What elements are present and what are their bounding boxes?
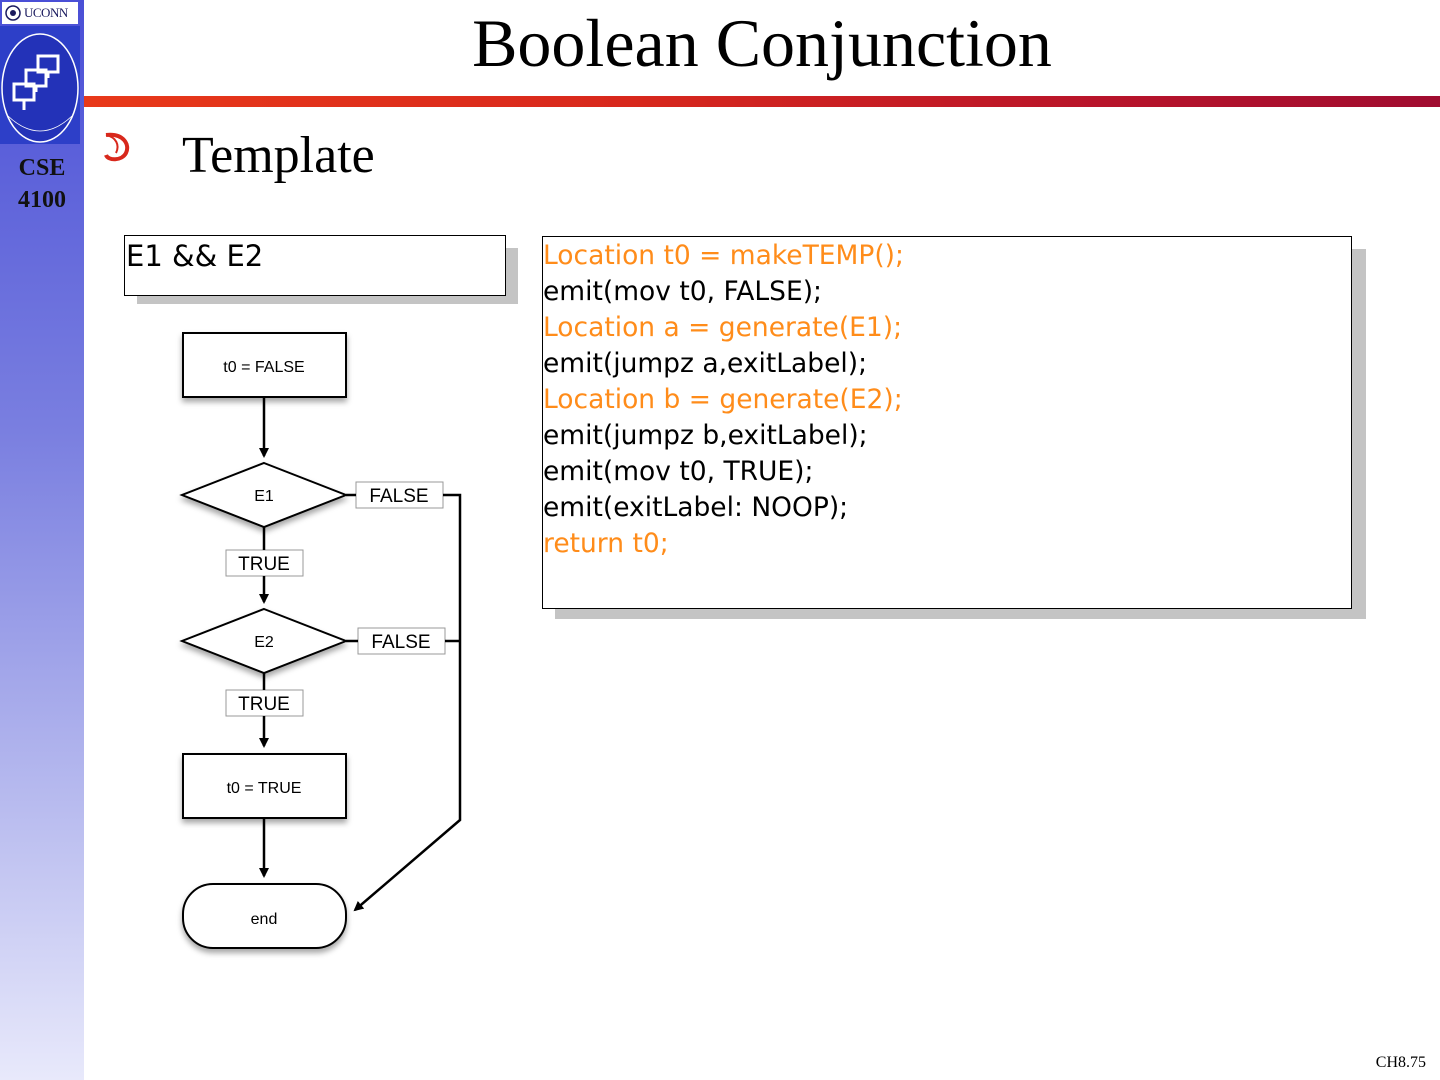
code-line: return t0; (543, 528, 669, 559)
expression-box: E1 && E2 (124, 235, 506, 296)
decision-e1-label: E1 (254, 488, 274, 505)
department-seal-logo (0, 26, 80, 144)
assign-box-label: t0 = TRUE (227, 780, 302, 797)
code-line: emit(exitLabel: NOOP); (543, 492, 849, 523)
uconn-logo-text: UCONN (24, 5, 68, 20)
false-label-1: FALSE (369, 486, 428, 507)
code-line: emit(mov t0, TRUE); (543, 456, 814, 487)
uconn-seal-icon (5, 5, 21, 21)
flowchart-diagram: t0 = FALSE E1 TRUE FALSE E2 FALSE TRUE t… (179, 332, 462, 949)
bullet-icon (104, 132, 130, 162)
false-label-2-box (357, 627, 446, 655)
uconn-logo: UCONN (2, 2, 78, 24)
code-line: emit(jumpz a,exitLabel); (543, 348, 868, 379)
assign-box (182, 753, 347, 819)
title-underline-bar (84, 96, 1440, 107)
course-code: CSE 4100 (0, 152, 84, 216)
bullet-text: Template (182, 127, 375, 184)
decision-e2-label: E2 (254, 634, 274, 651)
code-listing: Location t0 = makeTEMP(); emit(mov t0, FA… (543, 237, 1351, 562)
course-number: 4100 (18, 187, 66, 213)
expression-text: E1 && E2 (126, 239, 264, 273)
slide-title: Boolean Conjunction (472, 5, 1052, 81)
true-label-1: TRUE (238, 554, 290, 575)
false-label-2: FALSE (371, 632, 430, 653)
start-box-label: t0 = FALSE (223, 359, 304, 376)
true-label-2-box (225, 689, 304, 717)
sidebar: UCONN CSE 4100 (0, 0, 84, 1080)
code-line: Location a = generate(E1); (543, 312, 903, 343)
end-terminal-label: end (251, 911, 278, 928)
code-line: Location t0 = makeTEMP(); (543, 240, 904, 271)
arrow-false-to-end (353, 493, 462, 912)
start-box (182, 332, 347, 398)
slide-number: CH8.75 (1375, 1054, 1426, 1071)
code-line: emit(mov t0, FALSE); (543, 276, 822, 307)
course-prefix: CSE (18, 155, 66, 181)
true-label-2: TRUE (238, 694, 290, 715)
code-box: Location t0 = makeTEMP(); emit(mov t0, FA… (542, 236, 1352, 609)
code-line: emit(jumpz b,exitLabel); (543, 420, 868, 451)
end-terminal (182, 883, 347, 949)
true-label-1-box (225, 549, 304, 577)
code-line: Location b = generate(E2); (543, 384, 903, 415)
